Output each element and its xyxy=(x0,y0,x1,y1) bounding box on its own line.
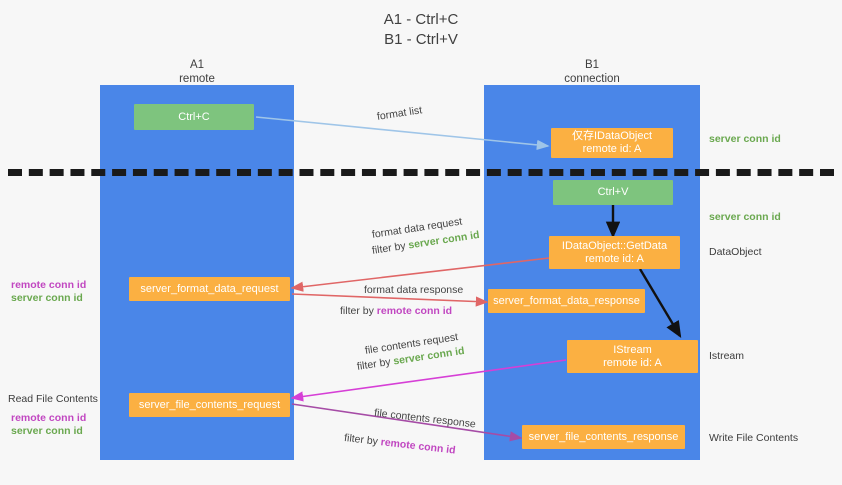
box-idataobject-getdata-line2: remote id: A xyxy=(585,252,644,265)
side-label-remote-conn-id-1: remote conn id xyxy=(11,279,87,291)
box-ctrl-v[interactable]: Ctrl+V xyxy=(553,180,673,205)
box-istream[interactable]: IStream remote id: A xyxy=(567,340,698,373)
box-server-file-contents-response[interactable]: server_file_contents_response xyxy=(522,425,685,449)
section-divider xyxy=(8,169,834,176)
box-idataobject-store[interactable]: 仅存IDataObject remote id: A xyxy=(551,128,673,158)
box-ctrl-c[interactable]: Ctrl+C xyxy=(134,104,254,130)
box-ctrl-v-line1: Ctrl+V xyxy=(597,186,629,198)
label-file-contents-response: file contents response xyxy=(373,406,477,431)
box-server-file-contents-request[interactable]: server_file_contents_request xyxy=(129,393,290,417)
side-label-server-conn-id-top: server conn id xyxy=(709,133,781,145)
box-ctrl-c-line1: Ctrl+C xyxy=(178,110,210,123)
column-header-a1-sub: remote xyxy=(179,73,215,85)
filter-by-text: filter by xyxy=(340,305,374,317)
filter-by-text: filter by xyxy=(343,431,379,448)
box-idataobject-store-line2: remote id: A xyxy=(582,143,642,155)
column-header-b1-sub: connection xyxy=(564,73,620,85)
remote-conn-id-text: remote conn id xyxy=(380,436,457,457)
side-label-server-conn-id-mid: server conn id xyxy=(709,211,781,223)
box-istream-line1: IStream xyxy=(613,343,652,356)
filter-by-text: filter by xyxy=(371,239,407,257)
box-idataobject-getdata[interactable]: IDataObject::GetData remote id: A xyxy=(549,236,680,269)
side-label-server-conn-id-2: server conn id xyxy=(11,425,83,437)
page-title: A1 - Ctrl+C B1 - Ctrl+V xyxy=(383,11,459,48)
label-format-data-response: format data response xyxy=(364,284,464,296)
box-idataobject-getdata-line1: IDataObject::GetData xyxy=(561,239,668,252)
label-file-contents-response-filter: filter by remote conn id xyxy=(343,431,457,458)
label-format-list: format list xyxy=(376,104,423,123)
column-header-a1-name: A1 xyxy=(189,59,205,71)
column-header-a1: A1 remote xyxy=(117,58,277,86)
box-server-file-contents-request-line1: server_file_contents_request xyxy=(138,398,281,411)
box-server-format-data-response-line1: server_format_data_response xyxy=(493,294,640,307)
box-server-format-data-request[interactable]: server_format_data_request xyxy=(129,277,290,301)
side-label-write-file-contents: Write File Contents xyxy=(709,432,799,444)
box-istream-line2: remote id: A xyxy=(603,356,662,369)
remote-conn-id-text: remote conn id xyxy=(376,305,453,317)
box-idataobject-store-line1: 仅存IDataObject xyxy=(571,130,653,142)
box-server-file-contents-response-line1: server_file_contents_response xyxy=(528,430,679,443)
column-header-b1-name: B1 xyxy=(584,59,600,71)
side-label-remote-conn-id-2: remote conn id xyxy=(11,412,87,424)
side-label-read-file-contents: Read File Contents xyxy=(8,393,98,405)
box-server-format-data-response[interactable]: server_format_data_response xyxy=(488,289,645,313)
filter-by-text: filter by xyxy=(356,355,392,373)
side-label-dataobject: DataObject xyxy=(709,246,762,258)
label-format-data-response-filter: filter by remote conn id xyxy=(340,304,452,318)
column-header-b1: B1 connection xyxy=(512,58,672,86)
side-label-istream: Istream xyxy=(709,350,745,362)
box-server-format-data-request-line1: server_format_data_request xyxy=(140,282,279,295)
side-label-server-conn-id-1: server conn id xyxy=(11,292,83,304)
